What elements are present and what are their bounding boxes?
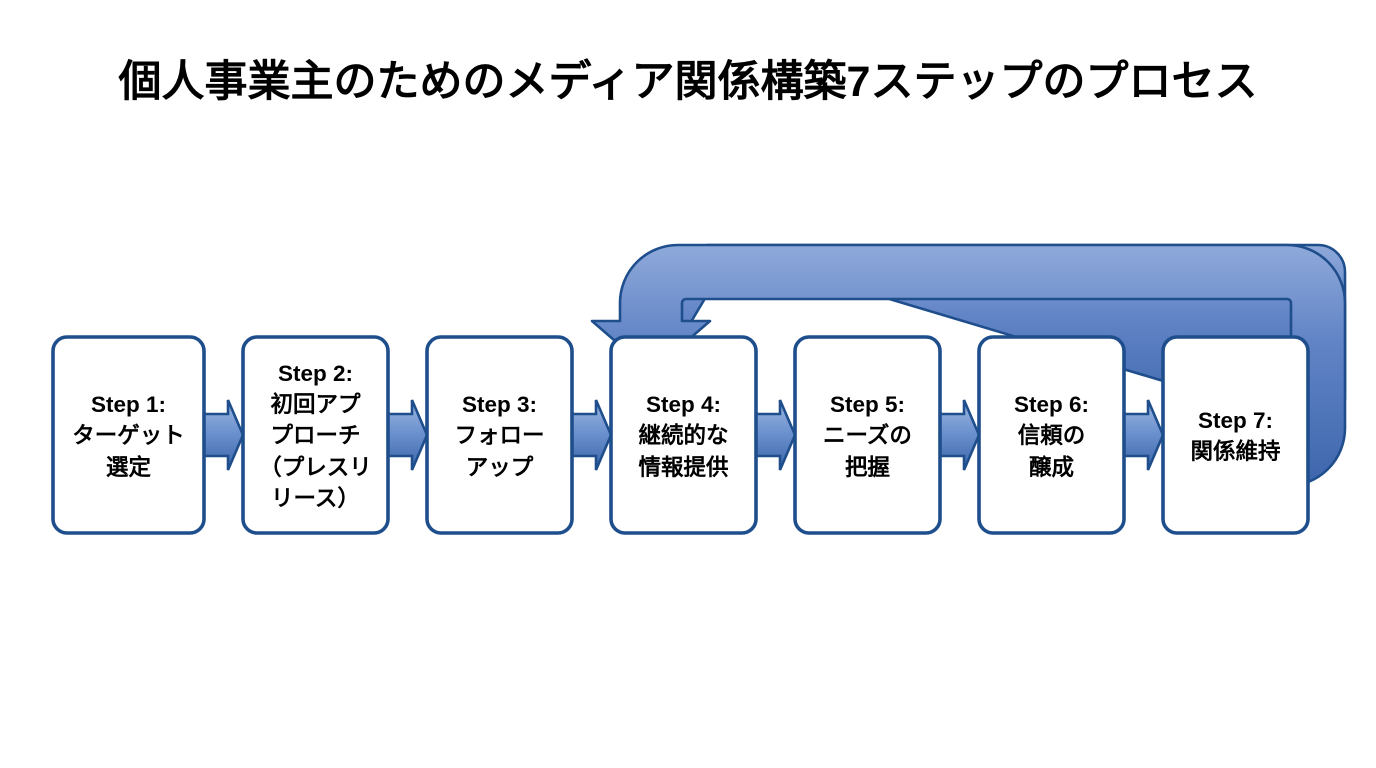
step-6-line-2: 醸成: [1029, 454, 1075, 480]
step-7-box[interactable]: [1161, 335, 1310, 535]
step-7-heading: Step 7:: [1198, 408, 1273, 433]
step-5[interactable]: Step 5: ニーズの 把握: [793, 335, 942, 535]
step-2-line-2: プローチ: [270, 423, 360, 448]
step-7-line-1: 関係維持: [1190, 438, 1281, 464]
step-3[interactable]: Step 3: フォロー アップ: [425, 335, 574, 535]
step-6-line-1: 信頼の: [1018, 422, 1086, 448]
step-3-heading: Step 3:: [462, 392, 537, 417]
step-1[interactable]: Step 1: ターゲット 選定: [51, 335, 206, 535]
step-6-heading: Step 6:: [1014, 392, 1089, 417]
step-5-line-2: 把握: [845, 455, 891, 480]
arrow-5-6: [938, 399, 981, 471]
step-5-box[interactable]: [793, 335, 942, 535]
step-3-line-2: アップ: [466, 455, 534, 480]
connector-arrows: [202, 399, 1165, 471]
step-1-heading: Step 1:: [91, 392, 166, 417]
step-1-line-2: 選定: [106, 454, 152, 480]
step-4-line-2: 情報提供: [638, 454, 729, 480]
step-6[interactable]: Step 6: 信頼の 醸成: [977, 335, 1126, 535]
step-5-heading: Step 5:: [830, 392, 905, 417]
step-7[interactable]: Step 7: 関係維持: [1161, 335, 1310, 535]
step-2-heading: Step 2:: [278, 361, 353, 386]
step-3-line-1: フォロー: [454, 423, 544, 448]
step-2-line-4: リース）: [271, 486, 360, 511]
step-1-line-1: ターゲット: [72, 423, 185, 448]
arrow-3-4: [570, 399, 613, 471]
step-2-line-1: 初回アプ: [270, 391, 361, 417]
step-4-line-1: 継続的な: [638, 422, 728, 448]
step-4[interactable]: Step 4: 継続的な 情報提供: [609, 335, 758, 535]
arrow-4-5: [754, 399, 797, 471]
page-title: 個人事業主のためのメディア関係構築7ステップのプロセス: [118, 58, 1258, 106]
step-6-box[interactable]: [977, 335, 1126, 535]
step-3-box[interactable]: [425, 335, 574, 535]
step-2-box[interactable]: [241, 335, 390, 535]
step-5-line-1: ニーズの: [823, 422, 912, 448]
arrow-2-3: [386, 399, 429, 471]
step-2[interactable]: Step 2: 初回アプ プローチ （プレスリ リース）: [241, 335, 390, 535]
step-4-heading: Step 4:: [646, 392, 721, 417]
arrow-1-2: [202, 399, 245, 471]
step-1-box[interactable]: [51, 335, 206, 535]
step-4-box[interactable]: [609, 335, 758, 535]
step-2-line-3: （プレスリ: [259, 455, 372, 480]
arrow-6-7: [1122, 399, 1165, 471]
